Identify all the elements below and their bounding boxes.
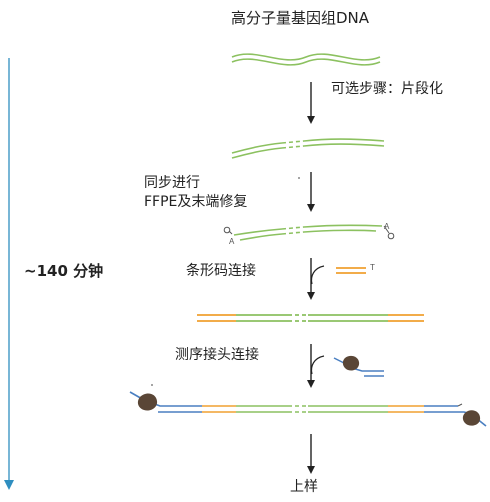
down-arrow-icon: [307, 434, 315, 474]
step-ffpe-label-line2: FFPE及末端修复: [144, 194, 248, 210]
motor-protein-icon: [137, 393, 158, 411]
timeline-arrow: [4, 58, 14, 490]
t-overhang-label: T: [370, 263, 375, 272]
fragmented-dna: [231, 138, 385, 159]
a-tail-right: [383, 225, 395, 240]
hmw-dna-strand: [231, 53, 381, 66]
dot-mark: [151, 384, 153, 386]
motor-protein-icon: [342, 355, 360, 371]
step-fragmentation-label: 可选步骤：片段化: [331, 81, 443, 97]
motor-protein-icon: [462, 410, 481, 426]
step-ffpe-label-line1: 同步进行: [144, 175, 200, 191]
step-load-label: 上样: [290, 479, 318, 495]
dot-mark: [298, 177, 300, 179]
hook-arrow-icon: [310, 355, 325, 375]
step-adapter-label: 测序接头连接: [175, 347, 259, 363]
barcode-adapter: [336, 267, 366, 274]
down-arrow-icon: [307, 258, 315, 300]
down-arrow-icon: [307, 344, 315, 388]
down-arrow-icon: [307, 82, 315, 124]
barcoded-dna: [197, 314, 424, 322]
hook-arrow-icon: [310, 265, 325, 285]
title-label: 高分子量基因组DNA: [231, 9, 370, 27]
final-library: [129, 391, 487, 427]
a-tail-left-label: A: [229, 237, 235, 246]
down-arrow-icon: [307, 172, 315, 212]
end-repaired-dna: [233, 224, 383, 241]
step-barcode-label: 条形码连接: [186, 263, 256, 279]
a-tail-right-label: A: [384, 222, 390, 231]
sequencing-adapter: [333, 355, 384, 377]
a-tail-left: [223, 226, 233, 235]
duration-label: ~140 分钟: [24, 262, 104, 280]
